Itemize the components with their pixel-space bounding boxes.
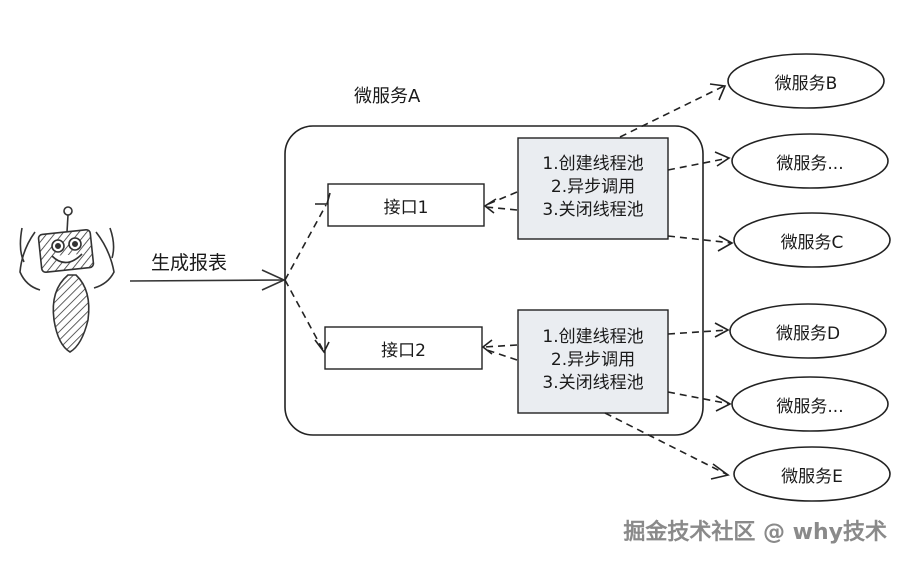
service-c-ellipse	[733, 212, 891, 268]
service-b-label: 微服务B	[774, 73, 838, 94]
service-e-ellipse	[733, 446, 891, 502]
service-dots-1-label: 微服务...	[776, 153, 844, 174]
trigger-arrow	[129, 269, 286, 291]
steps-box-2	[517, 309, 669, 414]
service-dots-2-label: 微服务...	[776, 396, 844, 417]
trigger-label: 生成报表	[151, 252, 228, 274]
service-c-label: 微服务C	[780, 232, 844, 253]
step-item: 1.创建线程池	[542, 327, 644, 347]
watermark: 掘金技术社区 @ why技术	[623, 520, 887, 545]
interface-2-label: 接口2	[381, 340, 426, 361]
steps-list-1: 1.创建线程池 2.异步调用 3.关闭线程池	[518, 153, 668, 222]
service-dots-1-ellipse	[731, 133, 889, 189]
interface-1-label: 接口1	[383, 197, 429, 218]
step-item: 1.创建线程池	[542, 154, 644, 174]
service-d-ellipse	[729, 303, 887, 359]
service-a-title: 微服务A	[354, 86, 421, 107]
interface-1-box	[327, 183, 485, 227]
step-item: 3.关闭线程池	[542, 200, 644, 220]
step-item: 2.异步调用	[550, 177, 636, 197]
step-item: 3.关闭线程池	[542, 373, 644, 393]
steps-box-1	[517, 137, 669, 240]
step-item: 2.异步调用	[550, 350, 636, 370]
interface-2-box	[324, 326, 483, 370]
service-d-label: 微服务D	[775, 323, 841, 344]
service-dots-2-ellipse	[731, 376, 889, 432]
service-b-ellipse	[727, 53, 885, 109]
robot-icon	[19, 206, 115, 353]
dashed-connectors	[284, 85, 733, 476]
service-e-label: 微服务E	[781, 466, 843, 487]
arrowheads	[314, 83, 734, 480]
steps-list-2: 1.创建线程池 2.异步调用 3.关闭线程池	[518, 326, 668, 395]
